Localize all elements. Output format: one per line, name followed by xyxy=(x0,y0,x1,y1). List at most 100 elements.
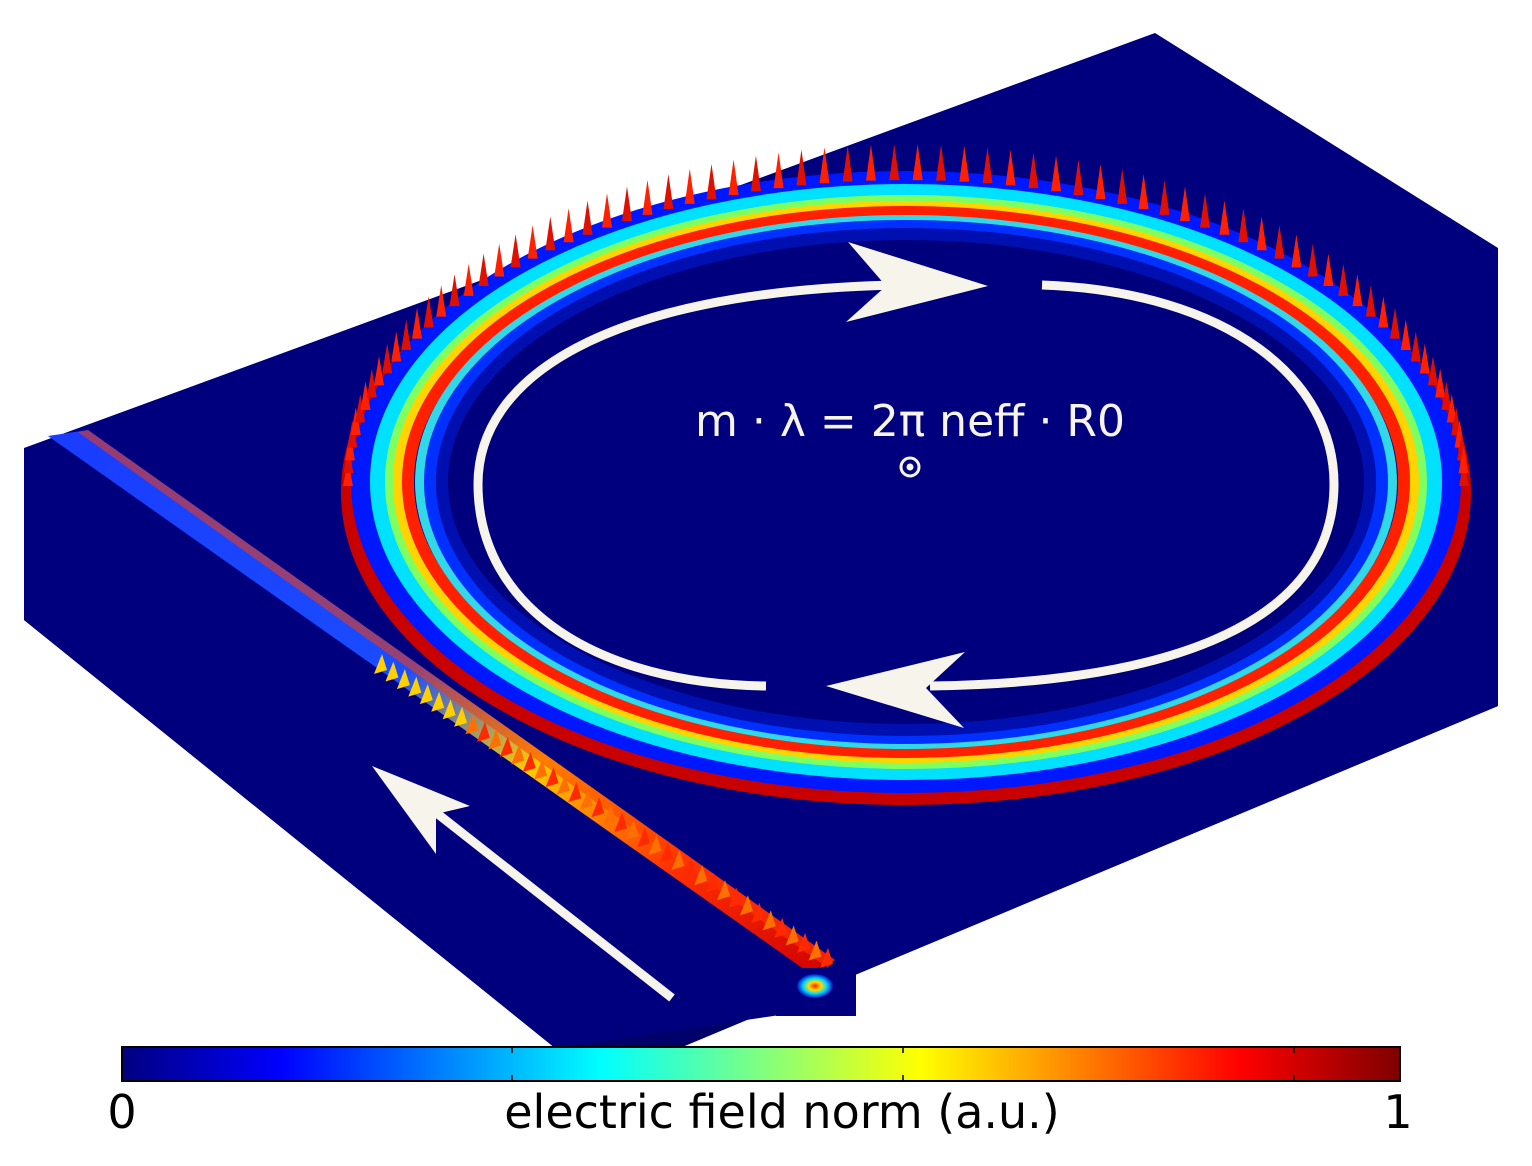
waveguide-field-peak xyxy=(488,729,502,750)
waveguide-field-peak xyxy=(396,669,410,690)
circulation-orbit-left xyxy=(473,280,896,691)
waveguide-field-peak xyxy=(637,827,651,848)
waveguide-field-peak xyxy=(785,925,799,946)
ring-field-peak xyxy=(412,307,423,339)
waveguide-field-peak xyxy=(545,767,559,788)
waveguide-field-peak xyxy=(762,910,776,931)
ring-field-peak xyxy=(819,147,830,184)
substrate-top xyxy=(24,33,1498,1048)
ring-field-peak xyxy=(1410,331,1421,362)
ring-field-peak xyxy=(842,145,853,182)
ring-field-peak xyxy=(563,208,574,243)
ring-field-peak xyxy=(423,296,434,328)
waveguide-field-peak xyxy=(556,774,570,795)
colorbar-title: electric field norm (a.u.) xyxy=(504,1085,1060,1139)
ring-field-peak xyxy=(374,356,385,386)
waveguide-field-peak xyxy=(568,782,582,803)
ring-inner-blue xyxy=(424,220,1388,744)
ring-field-peak xyxy=(510,234,521,268)
waveguide-field-peak xyxy=(454,706,468,727)
waveguide-field-peak xyxy=(659,842,673,863)
ring-field-peak xyxy=(773,152,784,189)
ring-field-peak xyxy=(1378,296,1389,328)
ring-field-peak xyxy=(796,149,807,186)
ring-field-peak xyxy=(642,179,653,215)
ring-field-peak xyxy=(478,253,489,287)
waveguide-field-peak xyxy=(739,895,753,916)
ring-outer-glow xyxy=(351,171,1461,793)
ring-field-peak xyxy=(750,155,761,192)
ring-field-peak xyxy=(436,285,447,317)
ring-field-peak xyxy=(545,216,556,251)
waveguide-field-peak xyxy=(408,676,422,697)
ring-field-peak xyxy=(936,144,947,181)
ring-field-peak xyxy=(1365,285,1376,317)
ring-field-peak xyxy=(1291,234,1302,268)
ring-field-peak xyxy=(1323,253,1334,287)
ring-field-peak xyxy=(1307,243,1318,277)
ring-field-peak xyxy=(1427,356,1438,386)
ring-field-peak xyxy=(1389,307,1400,339)
ring-field-peak xyxy=(1138,174,1149,210)
waveguide-field-peak xyxy=(522,752,536,772)
circle-dot-icon xyxy=(899,456,921,478)
waveguide-field-peak xyxy=(591,797,605,818)
colorbar-gradient-bar xyxy=(121,1046,1401,1082)
ring-field-peak xyxy=(1159,179,1170,215)
ring-green-band xyxy=(385,195,1427,769)
waveguide-field-peak xyxy=(751,902,765,923)
ring-field-peak xyxy=(1117,168,1128,204)
waveguide-field-peak xyxy=(476,721,490,742)
waveguide-field-peak xyxy=(534,759,548,780)
ring-field-peak xyxy=(1180,186,1190,221)
waveguide-field-peak xyxy=(694,865,708,886)
ring-cyan-band xyxy=(370,184,1442,780)
ring-field-peak xyxy=(366,368,377,398)
input-direction-annotation xyxy=(372,766,675,1002)
ring-field-peak xyxy=(622,186,632,221)
ring-field-peak xyxy=(1274,225,1285,259)
waveguide-field-peak xyxy=(419,684,433,705)
ring-field-peak xyxy=(602,193,613,228)
resonance-condition-formula: m · λ = 2π neff · R0 xyxy=(695,396,1125,447)
ring-field-peak xyxy=(1400,319,1411,350)
colorbar-min-label: 0 xyxy=(107,1085,136,1139)
ring-red-band xyxy=(402,206,1410,758)
ring-field-peak xyxy=(527,225,538,259)
ring-field-peak xyxy=(728,159,739,195)
bus-waveguide-field-peaks xyxy=(374,654,833,968)
waveguide-field-peak xyxy=(671,850,685,870)
waveguide-field-peak xyxy=(728,887,742,908)
waveguide-field-peak xyxy=(808,940,822,961)
waveguide-field-peak xyxy=(385,661,399,682)
waveguide-field-peak xyxy=(648,834,662,855)
ring-field-peak xyxy=(865,144,876,181)
ring-field-peak xyxy=(1219,200,1230,235)
ring-field-peak xyxy=(1051,155,1062,192)
ring-field-peak xyxy=(1446,394,1457,423)
arrow-left-icon xyxy=(826,652,965,728)
ring-field-peaks xyxy=(343,144,1469,486)
arrow-right-icon xyxy=(846,242,988,322)
waveguide-field-peak xyxy=(511,744,525,765)
waveguide-field-peak xyxy=(579,789,593,810)
ring-field-peak xyxy=(1458,446,1469,474)
ring-field-peak xyxy=(1441,381,1452,410)
colorbar-max-label: 1 xyxy=(1383,1085,1412,1139)
waveguide-field-peak xyxy=(682,857,696,878)
ring-field-peak xyxy=(391,331,402,362)
waveguide-field-peak xyxy=(442,699,456,720)
input-arrow-shaft xyxy=(417,796,675,1002)
waveguide-mode-profile xyxy=(797,974,833,998)
ring-field-peak xyxy=(1338,263,1349,296)
waveguide-field-peak xyxy=(797,932,811,953)
ring-field-peak xyxy=(382,343,393,374)
ring-field-peak xyxy=(706,163,717,200)
ring-field-peak xyxy=(1199,193,1210,228)
waveguide-field-peak xyxy=(465,714,479,735)
ring-field-peak xyxy=(1256,216,1267,251)
ring-field-peak xyxy=(889,144,900,181)
ring-field-peak xyxy=(912,144,923,181)
ring-field-peak xyxy=(463,263,474,296)
